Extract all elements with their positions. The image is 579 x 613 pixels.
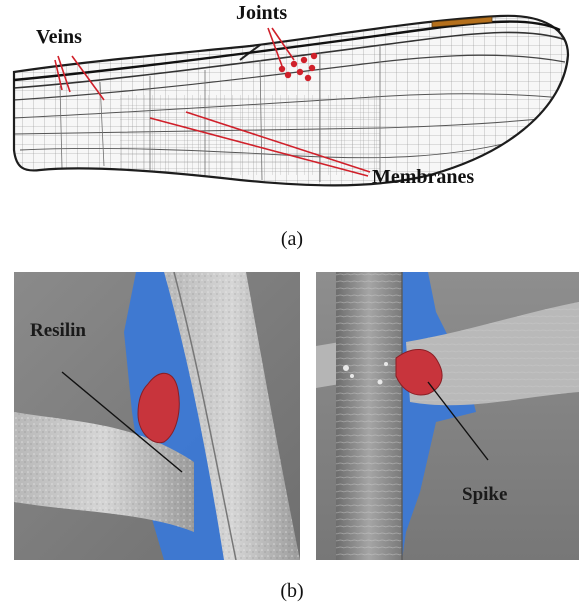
joints-label: Joints (236, 2, 287, 25)
resilin-label: Resilin (30, 320, 86, 342)
wing-membrane-area (0, 0, 579, 200)
panel-b-right-sem-image (316, 272, 579, 560)
veins-label: Veins (36, 26, 82, 49)
caption-b: (b) (262, 580, 322, 603)
membranes-label: Membranes (372, 166, 474, 189)
panel-a-wing-figure (0, 0, 579, 200)
spike-label: Spike (462, 484, 507, 506)
panel-b-left-sem-image (14, 272, 300, 560)
wing-diagram (0, 0, 579, 200)
caption-a: (a) (262, 228, 322, 251)
